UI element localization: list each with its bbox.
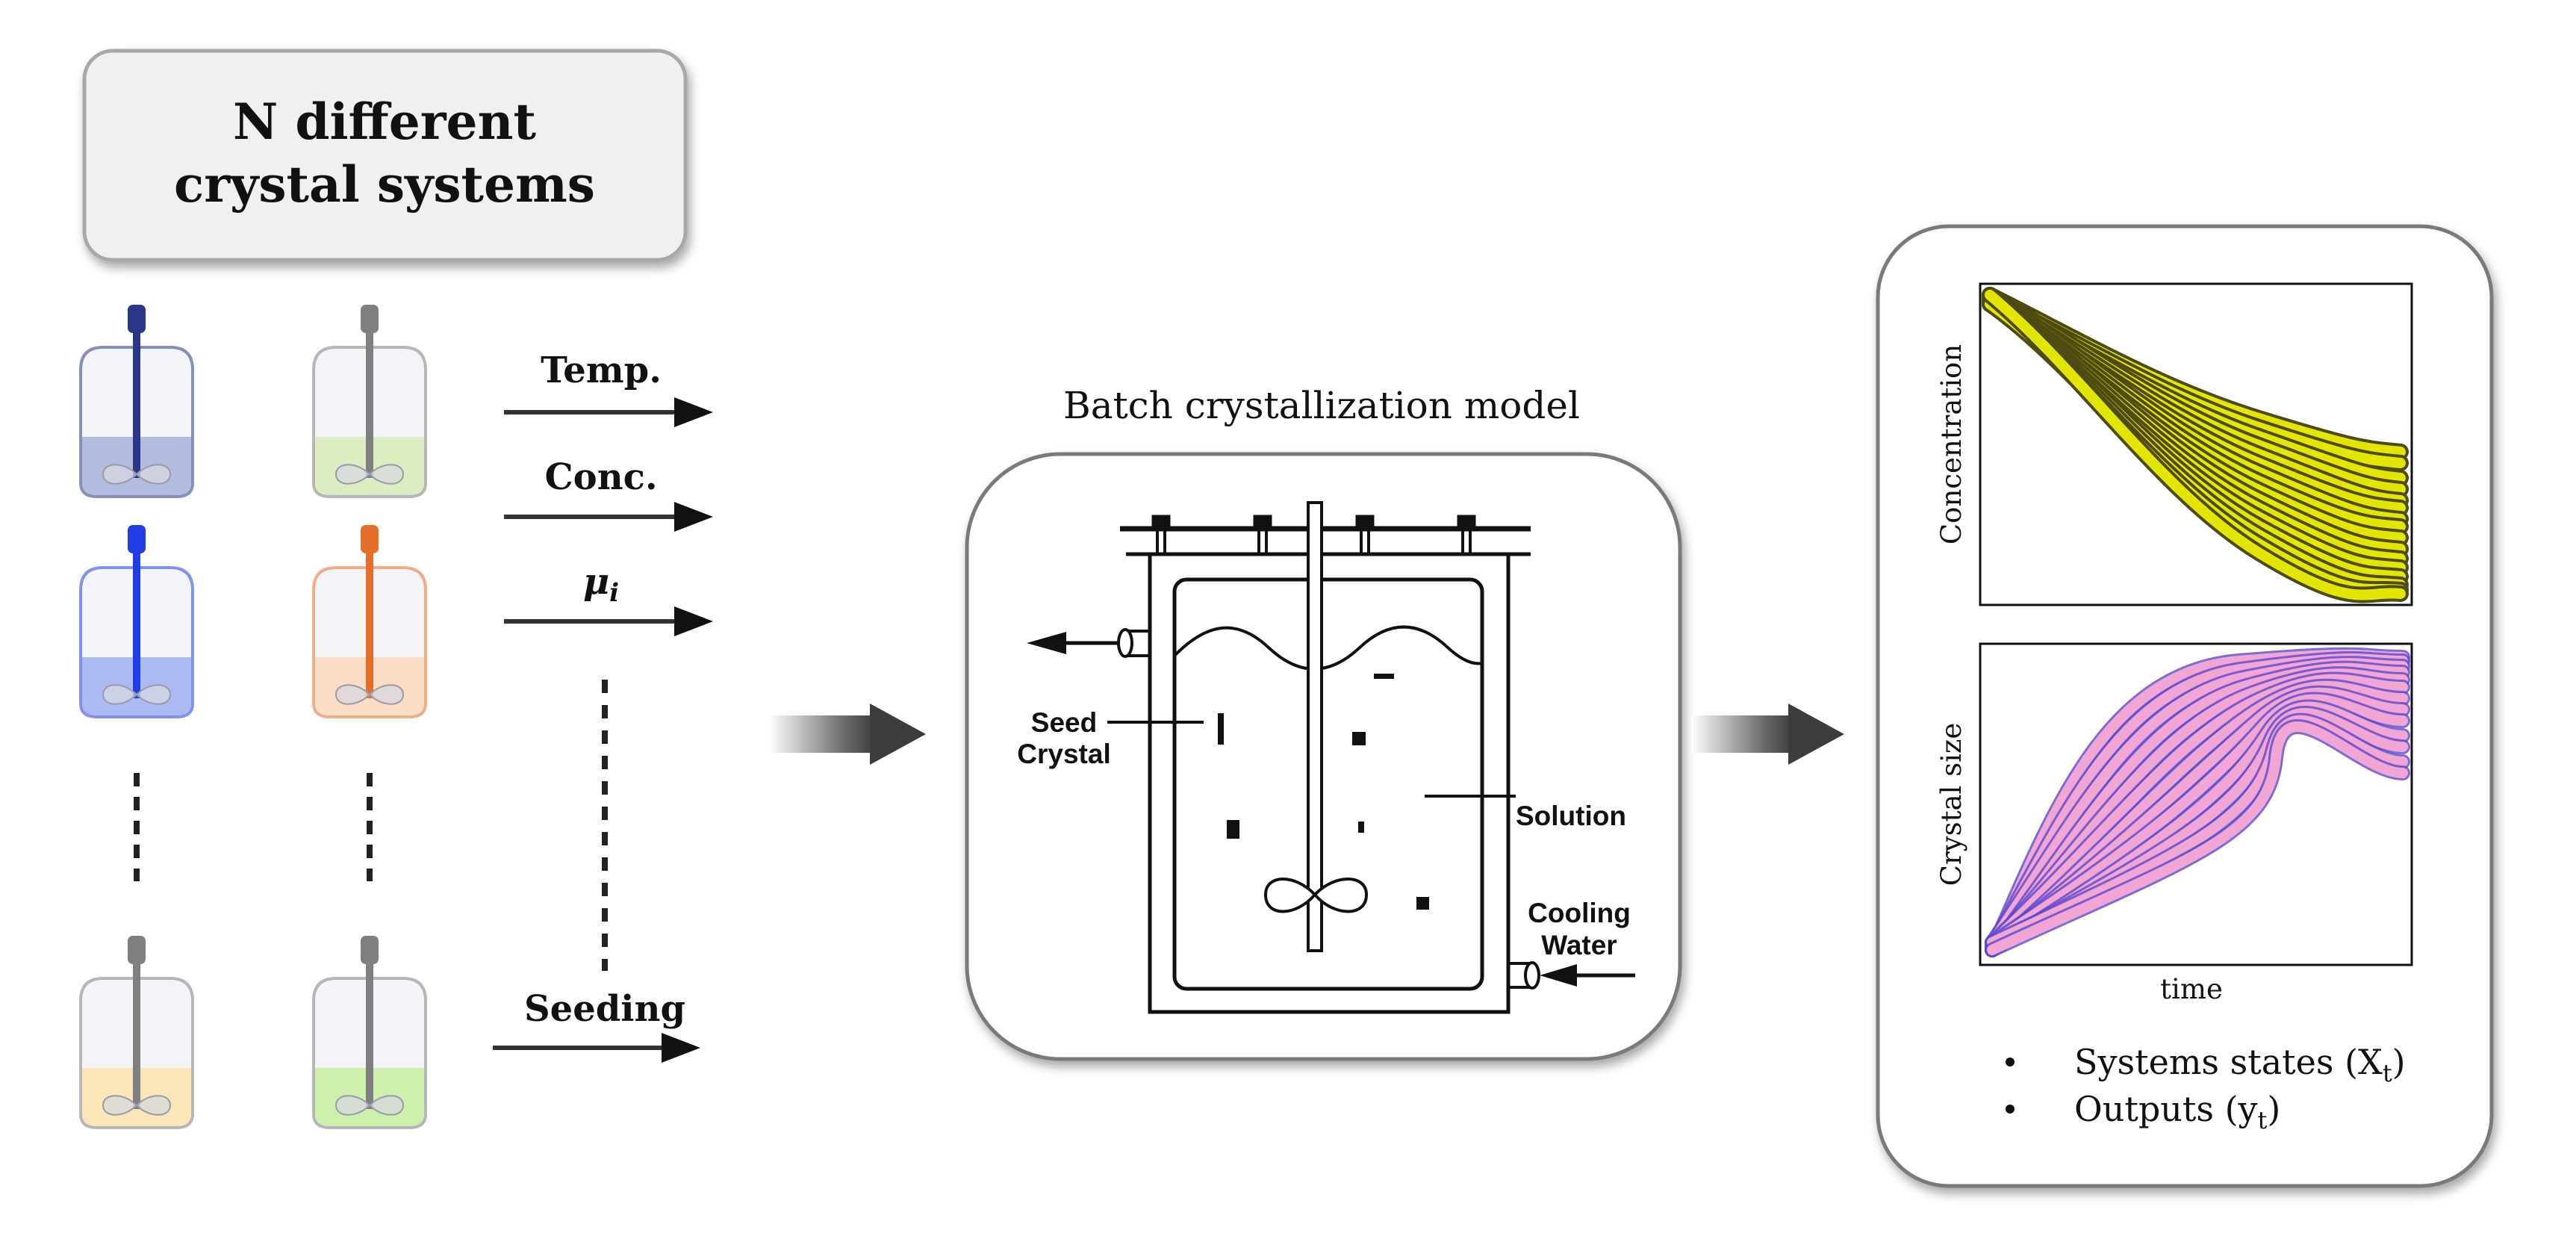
bullet2-text: Outputs (y [2074,1089,2258,1129]
vessel-shaft [366,321,373,478]
vessel-impeller [335,464,405,485]
vessel [79,936,194,1129]
vessel [79,305,194,498]
vessel-motor [128,525,146,553]
input-arrows: Temp. Conc. μi Seeding [493,350,713,1063]
concentration-plot [1979,282,2413,606]
crystal-size-trajectory [1987,721,2408,955]
bullet2-end: ) [2267,1089,2280,1129]
model-box [965,452,1682,1061]
bullet-dot-1 [2006,1058,2015,1066]
vessel [312,305,427,498]
crystal-size-ylabel: Crystal size [1935,723,1967,886]
seed-label-1: Seed [1031,707,1097,738]
vessel-shaft [133,952,140,1109]
seeding-arrow-head [662,1033,700,1063]
outputs-bullets: Systems states (Xt) Outputs (yt) [2006,1042,2406,1134]
vessel-shaft [133,541,140,698]
flow-arrow-to-model [769,704,926,765]
conc-arrow-head [674,502,713,532]
concentration-trajectory [1985,290,2406,600]
crystal-size-trajectory [1987,674,2408,948]
vessel-shaft [366,541,373,698]
vessel-motor [361,305,379,333]
vessel-motor [128,305,146,333]
bullet-outputs: Outputs (yt) [2074,1089,2280,1134]
vessel [79,525,194,718]
bullet-dot-2 [2006,1105,2015,1114]
bullet1-end: ) [2392,1042,2406,1082]
title-line-2: crystal systems [174,155,595,214]
vessel-impeller [335,684,405,705]
seeding-label: Seeding [524,988,685,1030]
vessel-motor [361,936,379,964]
conc-label: Conc. [544,456,657,498]
mu-arrow-head [674,606,713,636]
vessel [312,936,427,1129]
time-xlabel: time [2160,973,2223,1005]
vessel-impeller [335,1095,405,1116]
crystallizer-schematic [1027,501,1635,1014]
crystal-size-plot [1979,642,2413,966]
crystal-size-trajectory [1987,694,2408,948]
vessel-impeller [102,684,172,705]
mu-label: μi [583,561,619,608]
mu-subscript: i [609,578,619,608]
temp-arrow-head [674,397,713,427]
concentration-ylabel: Concentration [1935,344,1967,544]
model-title: Batch crystallization model [1063,384,1580,427]
bullet2-sub: t [2258,1106,2268,1134]
temp-label: Temp. [541,350,662,391]
cooling-label-1: Cooling [1528,898,1631,928]
mu-symbol: μ [583,561,609,603]
vessel-motor [361,525,379,553]
flow-arrow-to-outputs [1691,704,1844,765]
title-line-1: N different [233,93,536,151]
vessel-impeller [102,464,172,485]
vessel-shaft [133,321,140,478]
top-ports [1151,515,1476,554]
bullet1-sub: t [2383,1059,2392,1087]
vessel-shaft [366,952,373,1109]
vessel-impeller [102,1095,172,1116]
solution-label: Solution [1516,801,1626,831]
vessel [312,525,427,718]
bullet1-text: Systems states (X [2074,1042,2383,1082]
crystal-size-trajectories [1985,647,2410,957]
concentration-trajectories [1982,287,2409,603]
vessel-motor [128,936,146,964]
title-box: N different crystal systems [82,49,688,262]
cooling-label-2: Water [1541,930,1617,960]
bullet-systems-states: Systems states (Xt) [2074,1042,2406,1087]
crystal-particles [1218,674,1429,910]
seed-label-2: Crystal [1017,739,1110,769]
vessel-grid [79,305,427,1129]
